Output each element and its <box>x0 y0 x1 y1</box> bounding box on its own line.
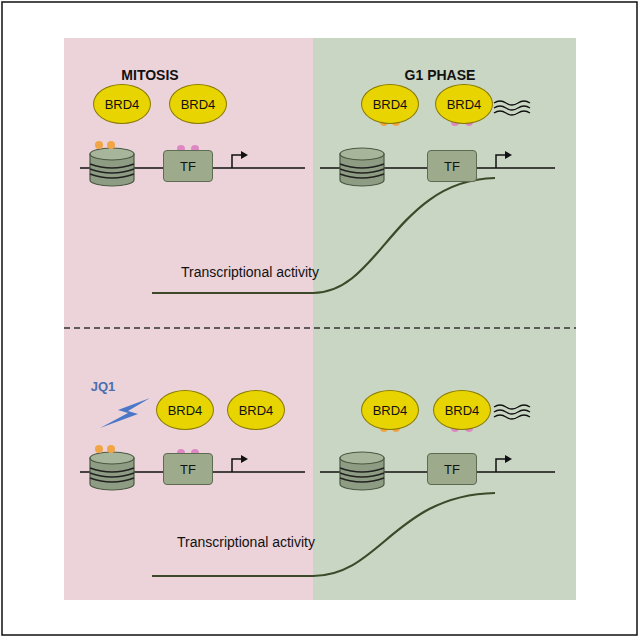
panel-title: G1 PHASE <box>405 67 476 83</box>
brd4-protein: BRD4 <box>156 390 214 430</box>
axis-label: Transcriptional activity <box>181 264 319 280</box>
tf-box: TF <box>427 150 477 182</box>
brd4-protein: BRD4 <box>361 390 419 430</box>
node-label: BRD4 <box>239 403 274 418</box>
brd4-protein: BRD4 <box>433 390 491 430</box>
node-label: TF <box>180 159 196 174</box>
node-label: BRD4 <box>168 403 203 418</box>
node-label: BRD4 <box>181 97 216 112</box>
tf-box: TF <box>427 453 477 485</box>
node-label: TF <box>444 159 460 174</box>
node-label: BRD4 <box>105 97 140 112</box>
node-label: TF <box>444 462 460 477</box>
brd4-protein: BRD4 <box>169 84 227 124</box>
panel-title: MITOSIS <box>121 67 178 83</box>
brd4-protein: BRD4 <box>361 84 419 124</box>
axis-label: Transcriptional activity <box>177 534 315 550</box>
brd4-protein: BRD4 <box>435 84 493 124</box>
tf-box: TF <box>163 453 213 485</box>
node-label: BRD4 <box>373 97 408 112</box>
brd4-protein: BRD4 <box>93 84 151 124</box>
node-label: TF <box>180 462 196 477</box>
tf-box: TF <box>163 150 213 182</box>
drug-label: JQ1 <box>91 379 116 394</box>
brd4-protein: BRD4 <box>227 390 285 430</box>
node-label: BRD4 <box>445 403 480 418</box>
node-label: BRD4 <box>373 403 408 418</box>
node-label: BRD4 <box>447 97 482 112</box>
